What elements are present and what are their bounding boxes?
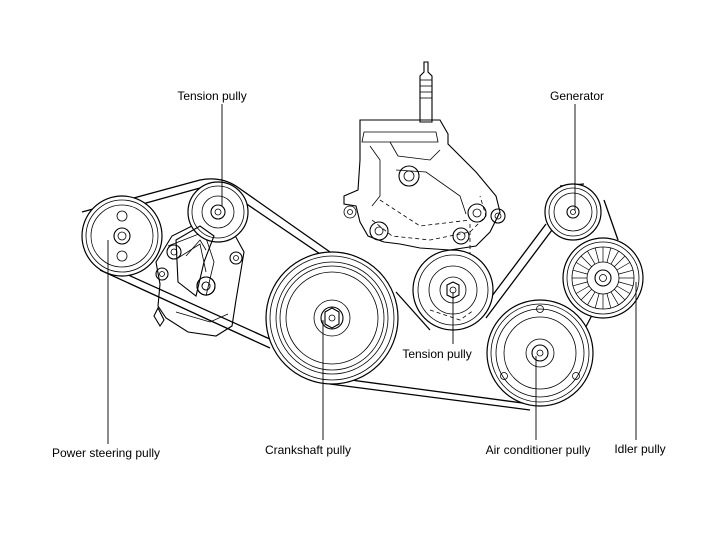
label-power-steering-pully: Power steering pully bbox=[52, 446, 160, 460]
leader-lines bbox=[107, 104, 637, 444]
label-air-conditioner-pully: Air conditioner pully bbox=[486, 443, 591, 457]
label-crankshaft-pully: Crankshaft pully bbox=[265, 443, 351, 457]
label-tension-pully-top: Tension pully bbox=[177, 89, 246, 103]
tension-pulley-center bbox=[412, 249, 494, 331]
air-conditioner-pulley bbox=[486, 299, 594, 407]
generator-pulley bbox=[544, 183, 602, 241]
idler-pulley bbox=[562, 237, 644, 319]
power-steering-pulley bbox=[81, 195, 163, 277]
label-idler-pully: Idler pully bbox=[614, 442, 665, 456]
label-tension-pully-center: Tension pully bbox=[402, 347, 471, 361]
idler-pulley-ribs bbox=[572, 247, 634, 309]
crankshaft-pulley bbox=[265, 251, 399, 385]
label-generator: Generator bbox=[550, 89, 604, 103]
engine-mount-bracket bbox=[343, 61, 506, 318]
tension-pulley-top bbox=[175, 181, 249, 297]
